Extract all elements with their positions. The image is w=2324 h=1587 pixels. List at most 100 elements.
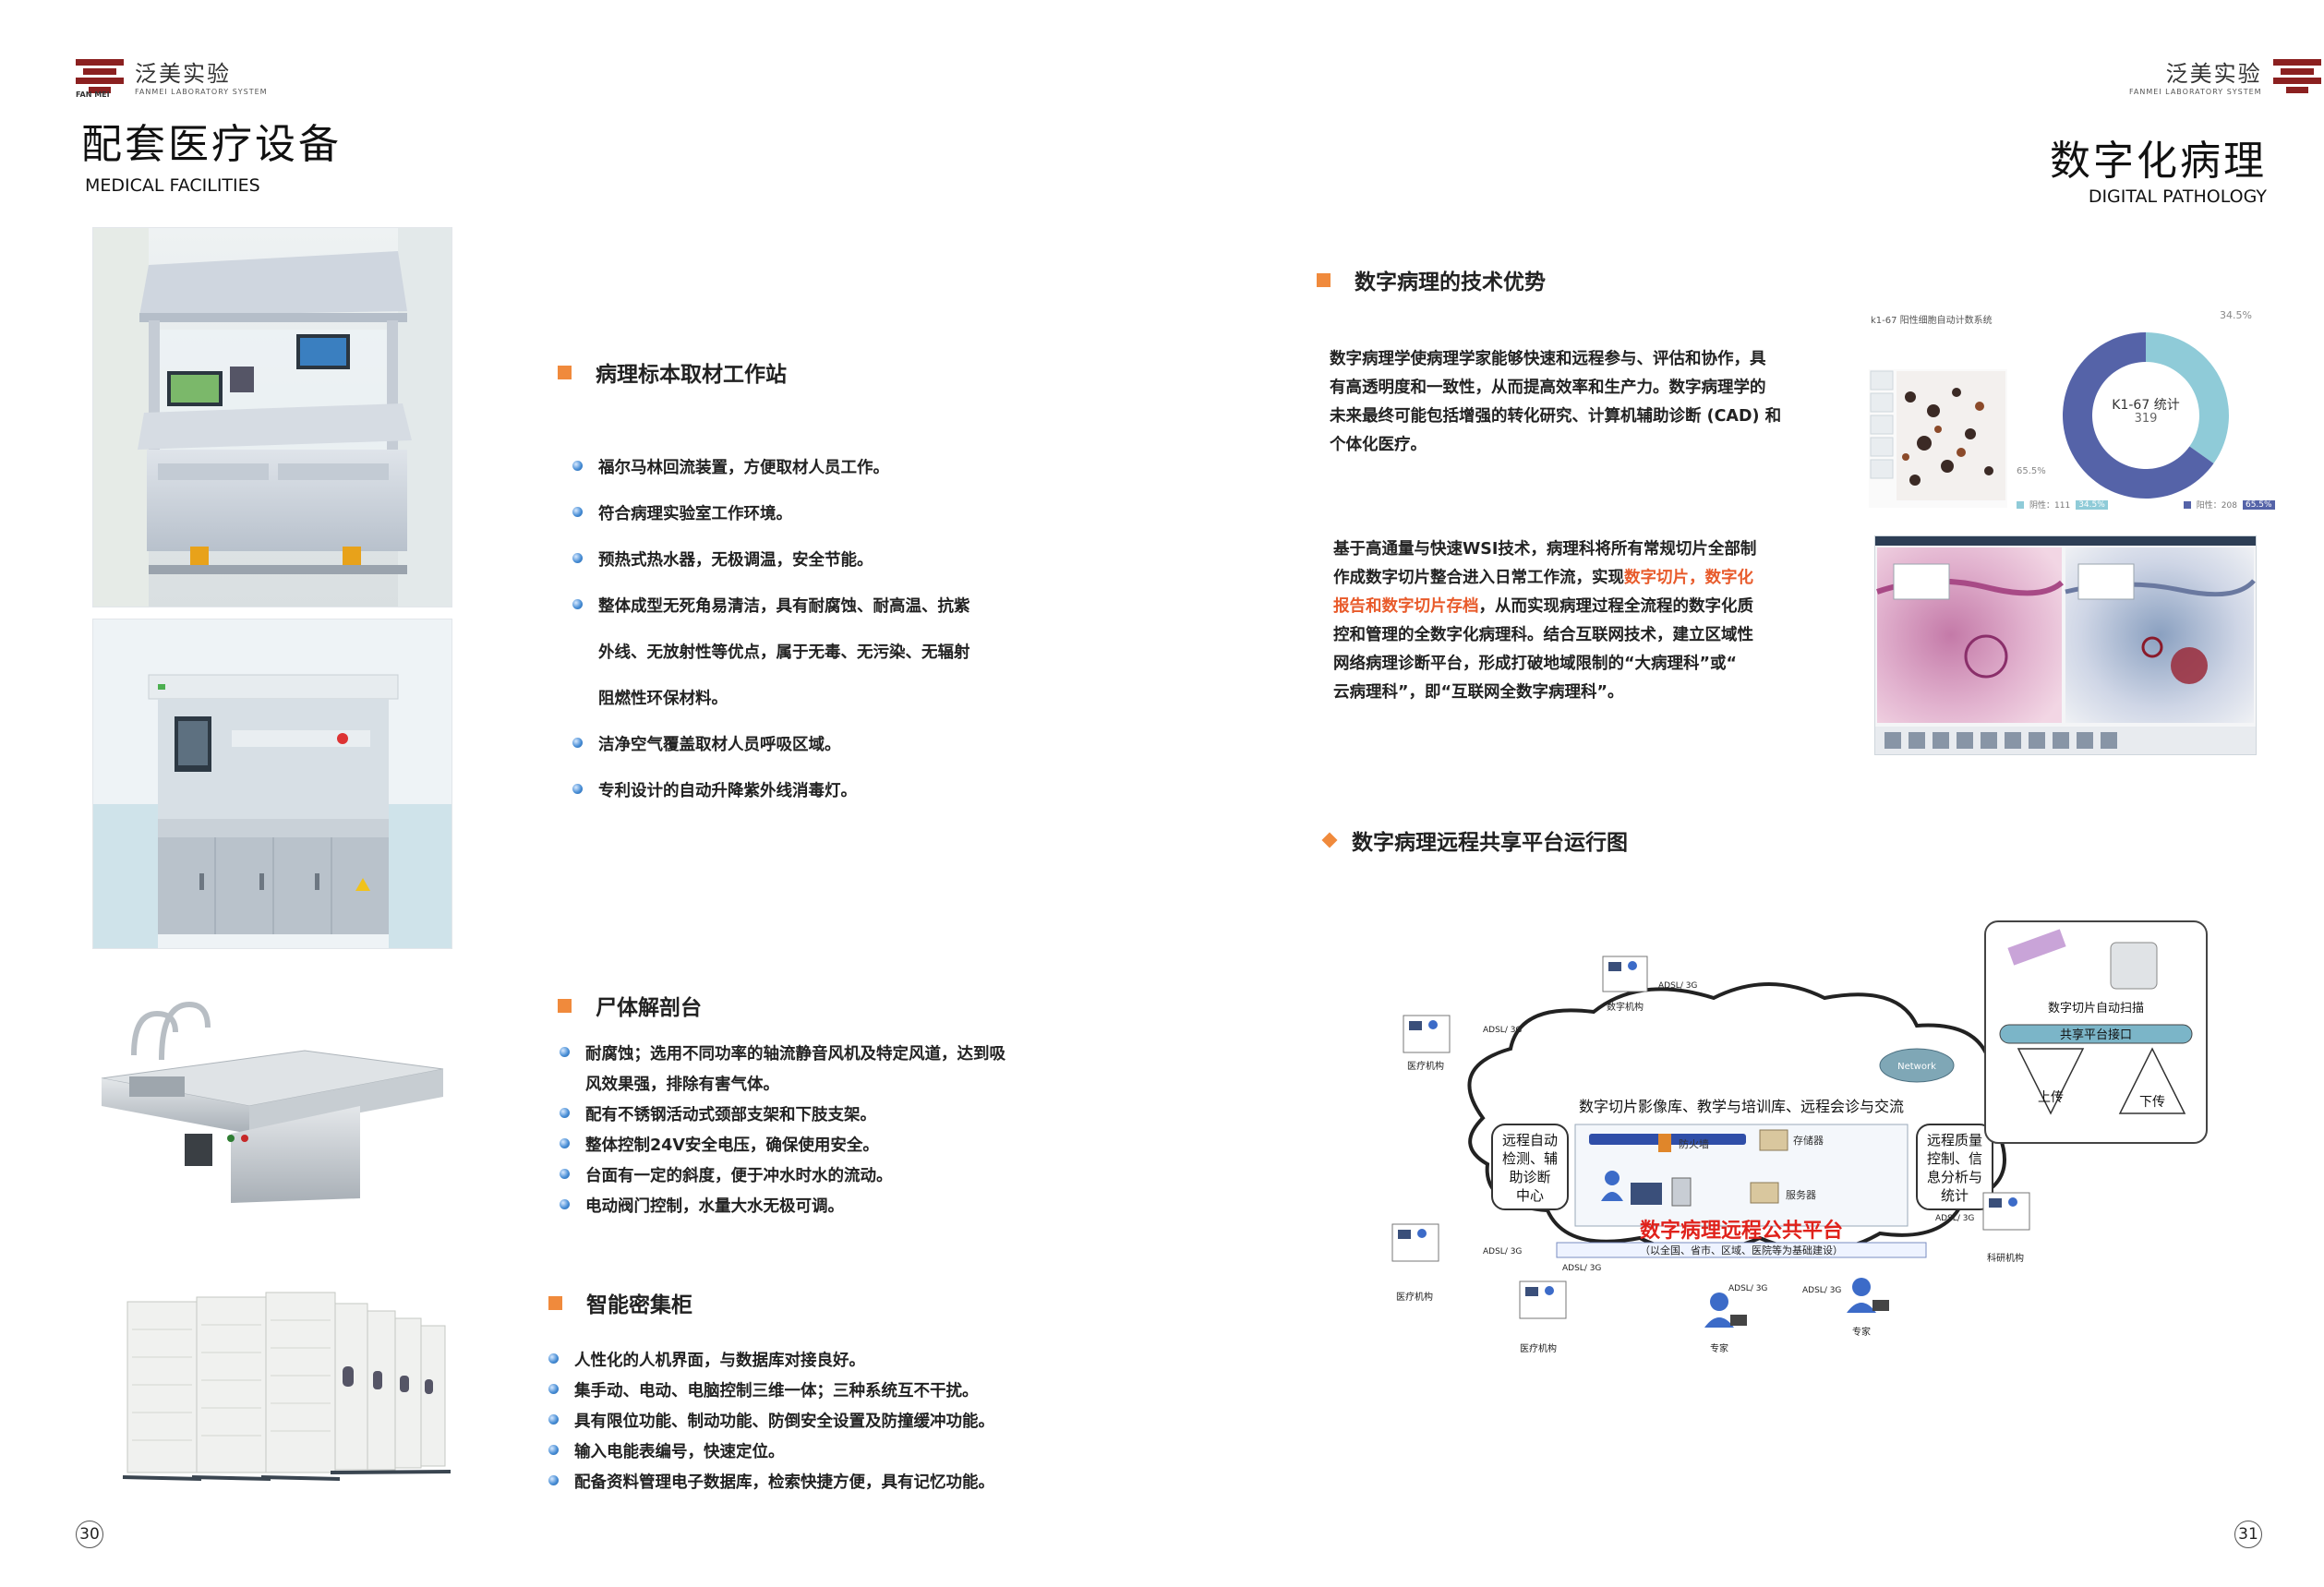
scanner-label: 数字切片自动扫描 [2048, 1002, 2144, 1016]
section-square-icon [558, 998, 572, 1013]
scanner-device-icon [2110, 942, 2158, 990]
svg-text:ADSL/ 3G: ADSL/ 3G [1802, 1286, 1841, 1295]
svg-text:科研机构: 科研机构 [1987, 1252, 2024, 1264]
page-number-left: 30 [76, 1521, 103, 1548]
brand-logo-right: 泛美实验 FANMEI LABORATORY SYSTEM [2129, 55, 2321, 96]
node-digital-org: 数字机构 ADSL/ 3G [1602, 956, 1697, 1013]
platform-title: 数字病理远程公共平台 [1640, 1219, 1843, 1243]
svg-text:医疗机构: 医疗机构 [1407, 1060, 1444, 1072]
section-diamond-icon [1321, 832, 1338, 848]
cloud-title: 数字切片影像库、教学与培训库、远程会诊与交流 [1579, 1098, 1904, 1115]
section-square-icon [558, 365, 572, 379]
node-expert-1: 专家 ADSL/ 3G [1704, 1284, 1767, 1354]
bullet-item: 输入电能表编号，快速定位。 [548, 1439, 785, 1462]
brand-mark-icon [76, 59, 124, 93]
ki67-pct-top: 34.5% [2220, 309, 2252, 321]
node-medical-org-3: 医疗机构 ADSL/ 3G [1519, 1264, 1601, 1354]
brand-mark-icon [2272, 59, 2321, 93]
right-box-text: 息分析与 [1927, 1169, 1982, 1185]
bullet-item: 符合病理实验室工作环境。 [572, 501, 792, 524]
bullet-item: 人性化的人机界面，与数据库对接良好。 [548, 1348, 865, 1371]
server-icon [1750, 1182, 1779, 1204]
svg-text:ADSL/ 3G: ADSL/ 3G [1483, 1026, 1522, 1035]
svg-text:ADSL/ 3G: ADSL/ 3G [1728, 1284, 1767, 1293]
bullet-item: 福尔马林回流装置，方便取材人员工作。 [572, 455, 889, 478]
photo-autopsy-table [92, 977, 451, 1208]
bullet-item: 预热式热水器，无极调温，安全节能。 [572, 547, 873, 571]
ki67-title: k1-67 阳性细胞自动计数系统 [1871, 316, 1993, 326]
right-service-box [1916, 1124, 1993, 1210]
share-interface-label: 共享平台接口 [2060, 1028, 2132, 1042]
svg-text:ADSL/ 3G: ADSL/ 3G [1935, 1214, 1974, 1223]
slide-viewer-image [1874, 535, 2257, 755]
left-box-text: 远程自动 [1502, 1132, 1558, 1148]
highlight-text: 报告和数字切片存档 [1333, 597, 1479, 616]
node-research-org: 科研机构 ADSL/ 3G [1935, 1192, 2030, 1264]
bullet-item: 电动阀门控制，水量大水无极可调。 [560, 1194, 844, 1217]
ki67-cell-images [1869, 369, 2007, 508]
donut-slice-阳性 [2063, 332, 2214, 499]
page-title-right: 数字化病理 [2050, 138, 2267, 185]
right-box-text: 统计 [1941, 1187, 1969, 1204]
svg-text:ADSL/ 3G: ADSL/ 3G [1562, 1264, 1601, 1273]
section-square-icon [1317, 272, 1331, 287]
bullet-item: 具有限位功能、制动功能、防倒安全设置及防撞缓冲功能。 [548, 1409, 994, 1432]
page-number-right: 31 [2234, 1521, 2262, 1548]
left-service-box [1491, 1124, 1569, 1210]
donut-slice-阴性 [2146, 332, 2229, 463]
paragraph-advantages: 数字病理学使病理学家能够快速和远程参与、评估和协作，具 有高透明度和一致性，从而… [1330, 350, 1782, 454]
photo-grossing-station [92, 227, 452, 607]
bullet-continuation: 外线、无放射性等优点，属于无毒、无污染、无辐射 [598, 643, 970, 662]
server-label: 服务器 [1786, 1189, 1816, 1201]
bullet-item: 洁净空气覆盖取材人员呼吸区域。 [572, 732, 841, 755]
svg-text:医疗机构: 医疗机构 [1396, 1291, 1433, 1303]
svg-text:专家: 专家 [1852, 1326, 1871, 1338]
bullet-item: 整体成型无死角易清洁，具有耐腐蚀、耐高温、抗紫 [572, 594, 970, 617]
page-title-left: 配套医疗设备 [81, 121, 342, 168]
brand-tagline: FANMEI LABORATORY SYSTEM [2129, 88, 2262, 96]
svg-text:专家: 专家 [1710, 1342, 1728, 1354]
right-box-text: 远程质量 [1927, 1132, 1982, 1148]
bullet-item: 配备资料管理电子数据库，检索快捷方便，具有记忆功能。 [548, 1470, 994, 1493]
left-box-text: 中心 [1516, 1187, 1544, 1204]
bullet-item: 集手动、电动、电脑控制三维一体；三种系统互不干扰。 [548, 1378, 979, 1401]
bullet-item: 配有不锈钢活动式颈部支架和下肢支架。 [560, 1102, 876, 1125]
platform-diagram: 数字切片影像库、教学与培训库、远程会诊与交流 远程自动 检测、辅 助诊断 中心 … [1391, 920, 2208, 1354]
platform-subtitle: （以全国、省市、区域、医院等为基础建设） [1640, 1244, 1843, 1256]
download-label: 下传 [2139, 1095, 2165, 1110]
storage-icon [1759, 1129, 1788, 1151]
highlight-text: 数字切片，数字化 [1624, 569, 1753, 587]
firewall-label: 防火墙 [1679, 1137, 1709, 1150]
ki67-panel: k1-67 阳性细胞自动计数系统 34.5% K1-67 统计 319 65.5… [1869, 305, 2275, 517]
svg-text:医疗机构: 医疗机构 [1520, 1342, 1557, 1354]
slide-icon [2007, 929, 2066, 966]
page-subtitle-left: MEDICAL FACILITIES [85, 175, 260, 196]
section-title-shelving: 智能密集柜 [548, 1287, 692, 1318]
section-title-autopsy: 尸体解剖台 [558, 990, 702, 1021]
svg-text:数字机构: 数字机构 [1607, 1001, 1644, 1013]
node-expert-2: 专家 ADSL/ 3G [1802, 1278, 1889, 1338]
section-square-icon [548, 1295, 562, 1310]
right-box-text: 控制、信 [1927, 1150, 1982, 1167]
section-title-platform: 数字病理远程共享平台运行图 [1321, 824, 1628, 856]
ki67-pct-bottom: 65.5% [2017, 466, 2046, 476]
firewall-icon [1658, 1134, 1671, 1152]
brand-tagline: FANMEI LABORATORY SYSTEM [135, 88, 268, 96]
network-label: Network [1897, 1062, 1936, 1072]
bullet-item: 专利设计的自动升降紫外线消毒灯。 [572, 778, 857, 801]
ki67-donut-chart [2063, 332, 2229, 499]
brand-name-en: FAN MEI [76, 90, 110, 99]
left-box-text: 助诊断 [1509, 1169, 1550, 1185]
storage-label: 存储器 [1793, 1134, 1824, 1147]
section-title-advantages: 数字病理的技术优势 [1317, 264, 1546, 295]
ki67-center-value: 319 [2134, 412, 2158, 426]
brand-name: 泛美实验 [135, 61, 231, 87]
svg-text:ADSL/ 3G: ADSL/ 3G [1483, 1247, 1522, 1256]
photo-fume-hood [92, 619, 452, 949]
bullet-item: 台面有一定的斜度，便于冲水时水的流动。 [560, 1163, 893, 1186]
bullet-continuation: 风效果强，排除有害气体。 [585, 1076, 779, 1094]
bullet-continuation: 阻燃性环保材料。 [598, 690, 728, 708]
ki67-legend: 阴性：111 34.5% 阳性：208 65.5% [2017, 499, 2275, 511]
section-title-grossing: 病理标本取材工作站 [558, 356, 787, 388]
node-medical-org-2: 医疗机构 ADSL/ 3G [1391, 1223, 1522, 1303]
